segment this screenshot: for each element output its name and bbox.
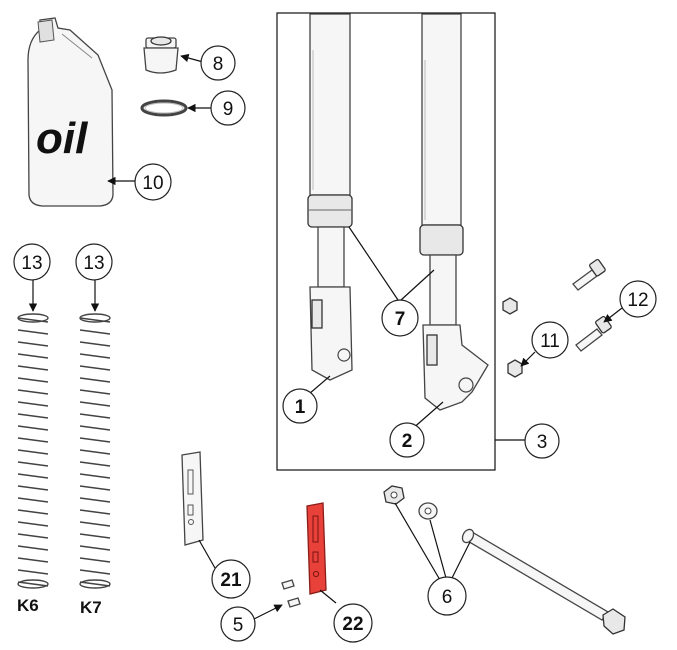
callout-13-k7: 13: [75, 243, 113, 281]
callout-2: 2: [389, 422, 425, 458]
axle-bolt-upper[interactable]: [572, 258, 606, 291]
fork-spring-k6[interactable]: [17, 313, 49, 589]
callout-3: 3: [524, 423, 560, 459]
svg-text:3: 3: [537, 432, 548, 453]
small-screw-lower[interactable]: [287, 597, 301, 608]
pinch-bolt-12[interactable]: [575, 315, 612, 352]
spacer-bracket-21[interactable]: [181, 451, 204, 546]
spacer-bracket-22-highlighted[interactable]: [306, 502, 327, 595]
pinch-bolt-nut[interactable]: [502, 297, 518, 315]
o-ring[interactable]: [140, 99, 188, 117]
front-axle[interactable]: [460, 527, 626, 635]
fork-leg-left[interactable]: [307, 13, 353, 381]
svg-text:13: 13: [83, 253, 104, 274]
svg-text:11: 11: [540, 331, 560, 352]
callout-10: 10: [134, 163, 172, 201]
svg-text:1: 1: [295, 397, 306, 418]
callout-6: 6: [427, 576, 467, 616]
callout-21: 21: [211, 559, 251, 599]
svg-text:2: 2: [402, 431, 413, 452]
spring-variant-k7-label: K7: [80, 598, 102, 617]
oil-bottle[interactable]: oil: [27, 17, 114, 207]
callout-1: 1: [282, 388, 318, 424]
pinch-nut-11[interactable]: [507, 359, 523, 378]
fork-leg-right[interactable]: [419, 13, 489, 411]
axle-nut[interactable]: [383, 485, 405, 505]
callout-8: 8: [200, 45, 236, 81]
axle-washer[interactable]: [418, 502, 438, 520]
callout-12: 12: [619, 280, 657, 318]
svg-text:9: 9: [223, 99, 234, 120]
svg-text:12: 12: [627, 290, 648, 311]
svg-text:5: 5: [233, 615, 244, 636]
oil-label: oil: [36, 114, 88, 163]
spring-variant-k6-label: K6: [17, 596, 39, 615]
fork-assembly-box: [276, 12, 496, 471]
callout-11: 11: [531, 321, 569, 359]
small-screw-upper[interactable]: [281, 579, 295, 590]
svg-text:8: 8: [213, 54, 224, 75]
callout-9: 9: [210, 90, 246, 126]
callout-5: 5: [220, 606, 256, 642]
callout-13-k6: 13: [13, 243, 51, 281]
svg-text:13: 13: [21, 253, 42, 274]
svg-text:7: 7: [395, 309, 406, 330]
svg-text:21: 21: [220, 570, 242, 591]
callout-22: 22: [333, 603, 373, 643]
svg-text:6: 6: [442, 587, 453, 608]
fork-spring-k7[interactable]: [79, 313, 111, 589]
fork-cap-plug[interactable]: [143, 36, 179, 74]
callout-7: 7: [381, 299, 419, 337]
svg-text:10: 10: [142, 173, 163, 194]
svg-text:22: 22: [342, 614, 363, 635]
